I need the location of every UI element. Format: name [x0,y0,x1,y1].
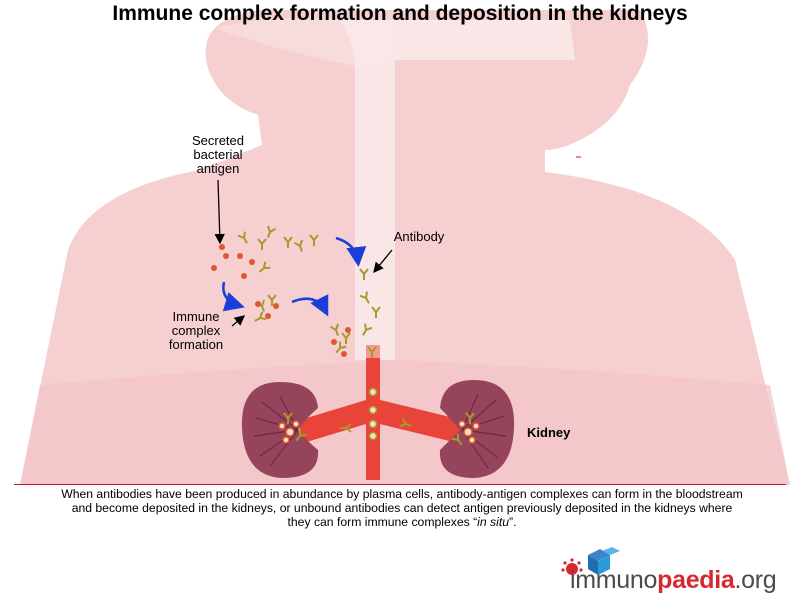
immune-complex-label: Immune complex formation [156,310,236,352]
caption-line: When antibodies have been produced in ab… [61,487,743,501]
secreted-label-line: antigen [196,161,240,176]
caption-divider [14,484,786,485]
caption-line: they can form immune complexes “in situ”… [14,515,790,529]
secreted-label-line: bacterial [193,147,243,162]
deposited-complexes [278,387,480,449]
immune-complexes [251,294,351,357]
immunopaedia-logo-icon[interactable] [556,547,626,577]
caption-text: they can form immune complexes “ [287,515,478,529]
left-kidney [241,382,319,478]
caption: When antibodies have been produced in ab… [14,487,790,529]
logo-text-part: .org [734,566,777,594]
secreted-label-line: Secreted [191,133,245,148]
caption-italic: in situ [477,515,510,529]
free-antigens [211,244,255,279]
process-arrows [222,236,367,317]
caption-text: ”. [509,515,517,529]
immune-label-line: formation [168,337,224,352]
secreted-antigen-label: Secreted bacterial antigen [178,134,258,176]
page-title: Immune complex formation and deposition … [112,2,688,25]
antibody-label: Antibody [393,229,445,244]
logo-text-part: immuno [570,566,658,594]
pointer-arrows [214,179,393,327]
immunopaedia-logo-text[interactable]: immunopaedia.org [570,566,777,595]
kidney-label: Kidney [527,425,571,440]
logo-text-part: paedia [657,566,735,594]
caption-line: and become deposited in the kidneys, or … [71,501,733,515]
trachea [340,20,575,360]
immune-label-line: Immune [172,309,220,324]
blood-vessel [300,345,462,480]
immune-label-line: complex [171,323,221,338]
